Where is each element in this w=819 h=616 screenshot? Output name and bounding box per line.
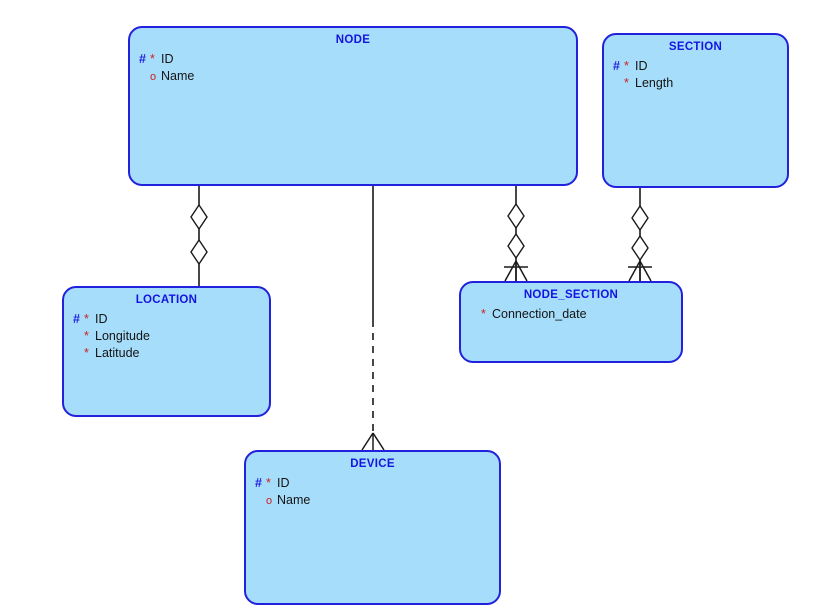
optional-one-diamond-far [507,232,525,260]
primary-key-marker: # [73,312,80,326]
attribute-name: Longitude [95,329,150,343]
attribute-name: Connection_date [492,307,587,321]
attribute-name: ID [635,59,648,73]
optional-one-diamond-far [631,234,649,262]
attribute-row: * Length [613,75,787,92]
optional-marker: o [266,495,273,507]
optional-marker: o [150,71,157,83]
attribute-name: Name [161,69,195,83]
optional-one-diamond-near [190,203,208,231]
entity-title: LOCATION [135,294,198,306]
attribute-name: Latitude [95,346,140,360]
attribute-name: ID [95,312,108,326]
primary-key-marker: # [255,476,262,490]
mandatory-marker: * [84,346,89,360]
mandatory-marker: * [150,52,155,66]
attribute-row: * Longitude [73,328,269,345]
relationship-node-device[interactable] [361,186,385,451]
attribute-row: * Latitude [73,345,269,362]
attribute-name: Name [277,493,311,507]
entity-device[interactable]: DEVICE # * ID o Name [244,450,501,605]
optional-one-diamond-near [631,204,649,232]
attribute-row: # * ID [255,475,499,492]
attribute-row: o Name [139,68,576,86]
attribute-name: Length [635,76,674,90]
entity-title: SECTION [668,41,723,53]
mandatory-marker: * [481,307,486,321]
attribute-row: # * ID [613,58,787,75]
optional-one-diamond-far [190,238,208,266]
attribute-row: o Name [255,492,499,510]
mandatory-marker: * [266,476,271,490]
attribute-list: * Connection_date [461,306,681,323]
crowsfoot-optional-many [361,432,385,451]
entity-title: DEVICE [350,458,395,470]
relationship-section-node-section[interactable] [628,188,652,282]
entity-node[interactable]: NODE # * ID o Name [128,26,578,186]
relationship-node-node-section[interactable] [504,186,528,282]
entity-location[interactable]: LOCATION # * ID * Longitude * Latitude [62,286,271,417]
mandatory-marker: * [84,329,89,343]
primary-key-marker: # [139,52,146,66]
attribute-row: # * ID [73,311,269,328]
primary-key-marker: # [613,59,620,73]
attribute-list: # * ID * Longitude * Latitude [64,311,269,362]
mandatory-marker: * [84,312,89,326]
relationship-node-location[interactable] [190,186,208,286]
attribute-list: # * ID o Name [246,475,499,510]
attribute-row: # * ID [139,51,576,68]
entity-node-section[interactable]: NODE_SECTION * Connection_date [459,281,683,363]
attribute-list: # * ID * Length [604,58,787,92]
attribute-name: ID [161,52,174,66]
optional-one-diamond-near [507,202,525,230]
entity-section[interactable]: SECTION # * ID * Length [602,33,789,188]
entity-title: NODE_SECTION [523,289,619,301]
crowsfoot-mandatory-many [628,260,652,282]
attribute-row: * Connection_date [470,306,681,323]
entity-title: NODE [335,34,371,46]
attribute-list: # * ID o Name [130,51,576,86]
attribute-name: ID [277,476,290,490]
crowsfoot-mandatory-many [504,260,528,282]
mandatory-marker: * [624,76,629,90]
mandatory-marker: * [624,59,629,73]
